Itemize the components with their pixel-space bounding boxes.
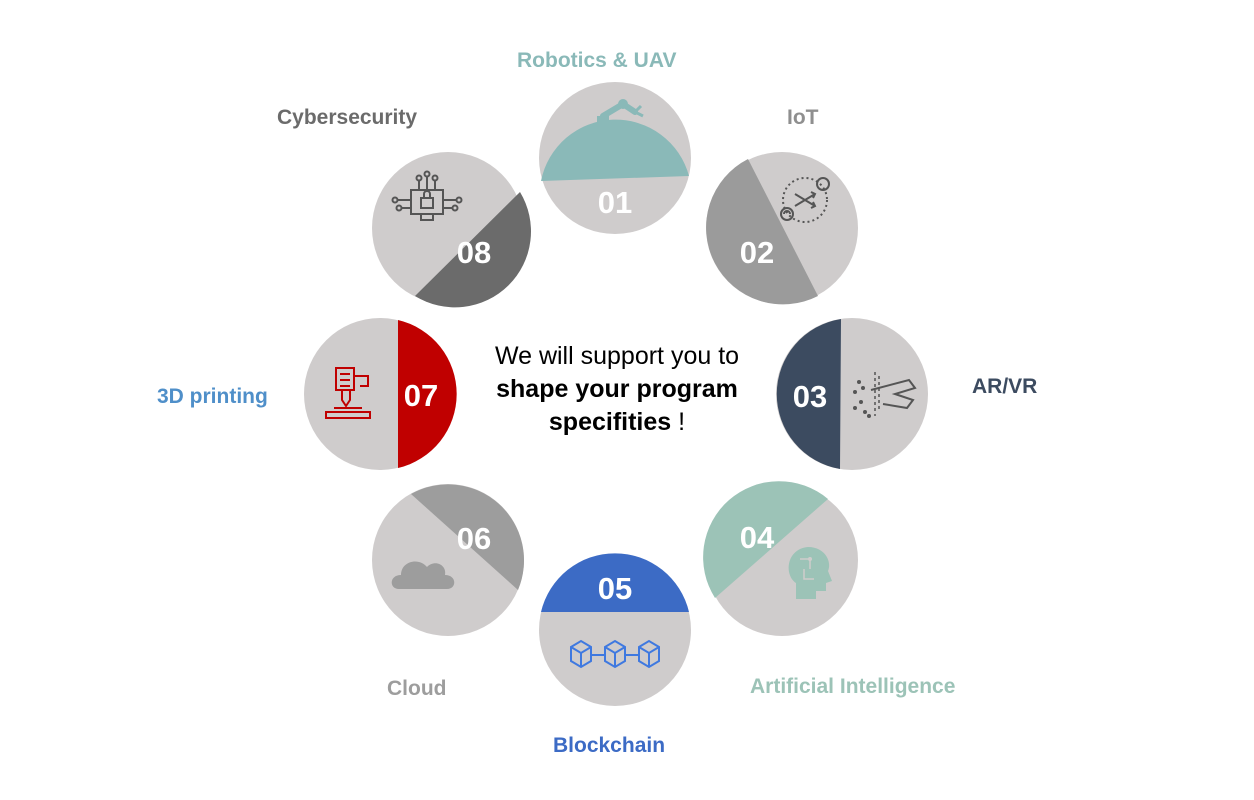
circle-segment — [398, 320, 457, 468]
vr-hand-icon — [853, 372, 917, 418]
circle-02: 02 — [706, 152, 858, 305]
circle-number: 02 — [740, 235, 774, 270]
secure-chip-icon — [391, 170, 463, 221]
blockchain-icon — [570, 639, 660, 669]
circle-07: 07 — [304, 318, 457, 470]
circle-01: 01 — [539, 82, 691, 234]
ai-head-icon — [788, 547, 832, 599]
circle-segment — [415, 192, 531, 308]
center-line-3-rest: ! — [671, 408, 686, 436]
circle-segment — [411, 484, 525, 590]
circle-03: 03 — [776, 318, 928, 470]
label-artificial-intelligence: Artificial Intelligence — [750, 675, 956, 698]
circle-number: 06 — [457, 521, 491, 556]
label-blockchain: Blockchain — [553, 734, 666, 757]
center-line-3-bold: specifities — [548, 408, 672, 436]
circle-segment — [541, 119, 689, 181]
circle-06: 06 — [372, 484, 525, 636]
circle-segment — [541, 553, 689, 612]
3d-printer-icon — [325, 367, 371, 419]
circle-04: 04 — [703, 481, 858, 636]
circle-number: 05 — [598, 571, 632, 606]
circle-number: 04 — [740, 520, 775, 555]
robot-arm-icon — [591, 99, 644, 142]
center-line-1: We will support you to — [494, 342, 740, 370]
label-robotics-uav: Robotics & UAV — [517, 49, 677, 72]
circle-number: 03 — [793, 379, 827, 414]
circle-08: 08 — [372, 152, 531, 308]
label-3d-printing: 3D printing — [157, 385, 268, 408]
circle-segment — [703, 481, 828, 598]
circle-number: 07 — [404, 378, 438, 413]
label-ar-vr: AR/VR — [972, 375, 1038, 398]
circle-number: 01 — [598, 185, 632, 220]
circle-segment — [776, 319, 841, 469]
iot-network-icon — [780, 177, 830, 223]
center-text: We will support you to shape your progra… — [470, 340, 764, 439]
label-cloud: Cloud — [387, 677, 447, 700]
label-iot: IoT — [787, 106, 819, 129]
circle-segment — [706, 159, 818, 305]
circle-number: 08 — [457, 235, 491, 270]
cloud-icon — [391, 561, 455, 589]
center-line-2: shape your program — [496, 375, 738, 403]
circle-05: 05 — [539, 553, 691, 706]
label-cybersecurity: Cybersecurity — [277, 106, 418, 129]
